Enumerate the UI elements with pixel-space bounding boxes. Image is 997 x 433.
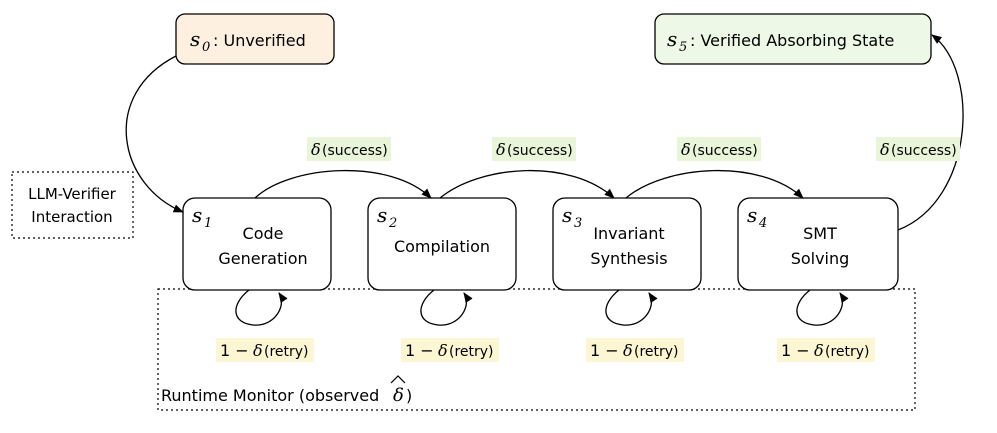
state-s1-line2: Generation	[218, 249, 307, 268]
success-delta: δ	[496, 140, 506, 159]
success-delta: δ	[880, 140, 890, 159]
runtime-monitor-close: )	[406, 386, 412, 405]
state-s2-line1: Compilation	[394, 237, 490, 256]
state-s1-line1: Code	[243, 224, 284, 243]
retry-text: (retry)	[634, 344, 679, 360]
state-s0-symbol: s	[190, 27, 200, 51]
retry-label-s1: 1 − δ (retry)	[216, 338, 314, 362]
edge-s4-s5	[897, 34, 964, 231]
retry-delta: δ	[814, 341, 824, 360]
state-s0-index: 0	[202, 40, 210, 55]
runtime-monitor-text: Runtime Monitor (observed	[161, 386, 379, 405]
edge-s1-s2	[254, 169, 432, 199]
state-s0-label: : Unverified	[213, 31, 306, 50]
success-label-s3-s4: δ (success)	[677, 137, 761, 161]
state-s2-box: s 2 Compilation	[367, 197, 517, 291]
retry-delta: δ	[438, 341, 448, 360]
retry-prefix: 1 −	[590, 341, 619, 360]
state-s4-line2: Solving	[791, 249, 850, 268]
retry-text: (retry)	[449, 344, 494, 360]
state-s4-symbol: s	[747, 203, 757, 227]
retry-label-s4: 1 − δ (retry)	[777, 338, 875, 362]
retry-text: (retry)	[264, 344, 309, 360]
state-s4-box: s 4 SMT Solving	[737, 197, 899, 291]
interaction-line1: LLM-Verifier	[28, 185, 117, 203]
retry-label-s2: 1 − δ (retry)	[401, 338, 499, 362]
success-text: (success)	[507, 143, 573, 159]
state-s5-index: 5	[679, 40, 687, 55]
state-s3-index: 3	[574, 216, 582, 231]
runtime-monitor-box: Runtime Monitor (observed δ )	[157, 288, 916, 411]
self-loop-s2	[420, 289, 473, 326]
state-s1-symbol: s	[192, 203, 202, 227]
success-delta: δ	[311, 140, 321, 159]
state-s5-symbol: s	[667, 27, 677, 51]
self-loop-s4	[796, 289, 849, 326]
state-s5-box: s 5 : Verified Absorbing State	[654, 13, 932, 65]
self-loop-s3	[605, 289, 658, 326]
state-s1-box: s 1 Code Generation	[182, 197, 332, 291]
state-s1-index: 1	[204, 216, 212, 231]
state-s3-symbol: s	[562, 203, 572, 227]
success-text: (success)	[692, 143, 758, 159]
retry-prefix: 1 −	[781, 341, 810, 360]
success-delta: δ	[681, 140, 691, 159]
retry-text: (retry)	[825, 344, 870, 360]
state-s4-line1: SMT	[803, 224, 837, 243]
state-s5-label: : Verified Absorbing State	[690, 31, 894, 50]
success-text: (success)	[322, 143, 388, 159]
success-label-s4-s5: δ (success)	[876, 137, 960, 161]
llm-verifier-interaction-box: LLM-Verifier Interaction	[11, 171, 134, 239]
self-loop-s1	[235, 289, 288, 326]
success-label-s2-s3: δ (success)	[492, 137, 576, 161]
interaction-line2: Interaction	[31, 208, 112, 226]
retry-prefix: 1 −	[405, 341, 434, 360]
state-s3-line2: Synthesis	[590, 249, 667, 268]
edge-s3-s4	[625, 169, 804, 199]
state-s3-box: s 3 Invariant Synthesis	[552, 197, 702, 291]
retry-delta: δ	[623, 341, 633, 360]
state-s3-line1: Invariant	[593, 224, 664, 243]
state-s2-symbol: s	[377, 203, 387, 227]
retry-label-s3: 1 − δ (retry)	[586, 338, 684, 362]
retry-prefix: 1 −	[220, 341, 249, 360]
state-s2-index: 2	[388, 216, 397, 231]
success-label-s1-s2: δ (success)	[307, 137, 391, 161]
success-text: (success)	[891, 143, 957, 159]
runtime-monitor-hat	[390, 375, 406, 384]
state-s4-index: 4	[758, 216, 767, 231]
state-s0-box: s 0 : Unverified	[175, 13, 335, 65]
retry-delta: δ	[253, 341, 263, 360]
edge-s2-s3	[439, 169, 615, 199]
edge-s0-s1	[125, 55, 184, 213]
runtime-monitor-delta: δ	[393, 385, 404, 406]
